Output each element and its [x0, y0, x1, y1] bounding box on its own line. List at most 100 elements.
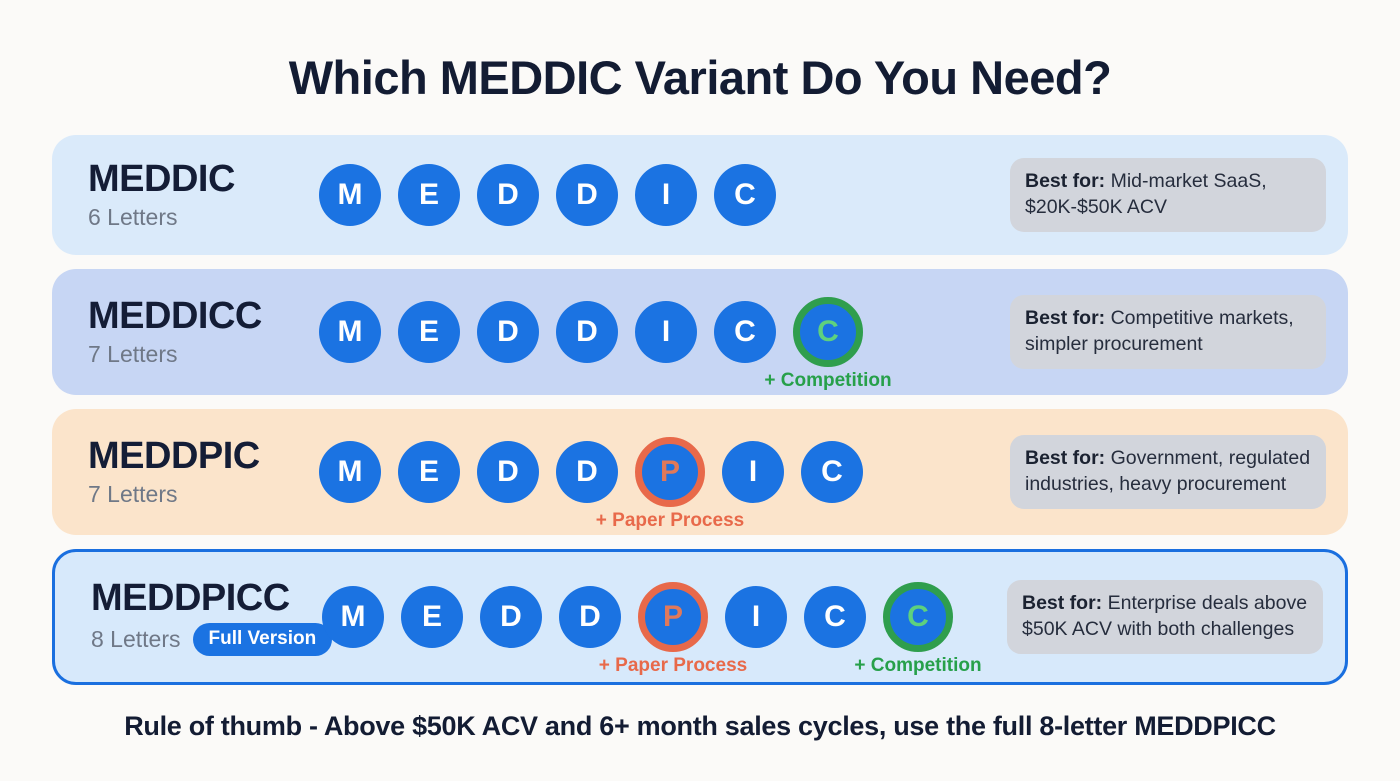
competition-annotation: + Competition — [854, 655, 982, 676]
variant-name: MEDDPICC — [91, 576, 290, 619]
letter-circle-d: D — [556, 441, 618, 503]
letter-wrap: M — [319, 441, 381, 503]
letter-wrap: D — [556, 164, 618, 226]
letters-count: 8 Letters — [91, 626, 181, 653]
letter-circle-d: D — [480, 586, 542, 648]
best-for-box: Best for: Mid-market SaaS, $20K-$50K ACV — [1010, 158, 1326, 232]
letters-count: 7 Letters — [88, 341, 178, 368]
best-for-label: Best for: — [1022, 592, 1108, 615]
letter-wrap: I — [725, 586, 787, 648]
letter-wrap: C — [804, 586, 866, 648]
letter-circle-d: D — [477, 301, 539, 363]
letter-circle-e: E — [401, 586, 463, 648]
variant-name: MEDDIC — [88, 157, 235, 200]
letter-circle-c: C — [714, 301, 776, 363]
letter-circle-m: M — [319, 164, 381, 226]
letter-wrap: E — [398, 301, 460, 363]
best-for-box: Best for: Competitive markets, simpler p… — [1010, 295, 1326, 369]
letter-wrap: I — [635, 164, 697, 226]
letter-wrap: P + Paper Process — [596, 437, 744, 531]
best-for-text: Competitive markets, simpler procurement — [1025, 307, 1294, 355]
variant-header: MEDDIC 6 Letters — [52, 157, 319, 232]
letter-wrap: D — [477, 164, 539, 226]
letter-wrap: D — [556, 301, 618, 363]
best-for-label: Best for: — [1025, 447, 1111, 470]
letter-circle-d: D — [477, 441, 539, 503]
letter-circle-d: D — [559, 586, 621, 648]
letter-wrap: C — [801, 441, 863, 503]
letter-circle-e: E — [398, 441, 460, 503]
letter-wrap: C — [714, 301, 776, 363]
best-for-box: Best for: Government, regulated industri… — [1010, 435, 1326, 509]
paper-process-annotation: + Paper Process — [595, 510, 745, 531]
letter-wrap: M — [319, 164, 381, 226]
letter-wrap: C + Competition — [854, 582, 982, 676]
letter-circle-i: I — [635, 301, 697, 363]
best-for-text: Enterprise deals above $50K ACV with bot… — [1022, 592, 1308, 640]
letters-line: 8 Letters Full Version — [91, 623, 333, 657]
letter-wrap: E — [401, 586, 463, 648]
letter-circle-i: I — [722, 441, 784, 503]
best-for-text: Mid-market SaaS, $20K-$50K ACV — [1025, 170, 1267, 218]
letter-wrap: D — [477, 441, 539, 503]
letter-wrap: C + Competition — [764, 297, 892, 391]
letter-circle-c: C — [804, 586, 866, 648]
letter-circle-c: C — [714, 164, 776, 226]
letter-circle-i: I — [635, 164, 697, 226]
letter-wrap: E — [398, 164, 460, 226]
letter-wrap: E — [398, 441, 460, 503]
letter-wrap: D — [559, 586, 621, 648]
full-version-badge: Full Version — [192, 623, 333, 657]
letter-circle-i: I — [725, 586, 787, 648]
rule-of-thumb: Rule of thumb - Above $50K ACV and 6+ mo… — [124, 711, 1276, 741]
letters-line: 7 Letters — [88, 481, 319, 508]
variant-header: MEDDPICC 8 Letters Full Version — [55, 576, 333, 657]
letter-circle-m: M — [319, 301, 381, 363]
letter-circle-p: P — [638, 582, 708, 652]
letter-wrap: P + Paper Process — [599, 582, 747, 676]
competition-annotation: + Competition — [764, 370, 892, 391]
letter-circle-d: D — [556, 301, 618, 363]
letter-circle-p: P — [635, 437, 705, 507]
best-for-label: Best for: — [1025, 307, 1111, 330]
variant-name: MEDDPIC — [88, 434, 260, 477]
letter-wrap: D — [477, 301, 539, 363]
page-title: Which MEDDIC Variant Do You Need? — [288, 51, 1112, 104]
letter-wrap: M — [322, 586, 384, 648]
best-for-text: Government, regulated industries, heavy … — [1025, 447, 1311, 495]
letter-wrap: I — [635, 301, 697, 363]
letter-circle-e: E — [398, 164, 460, 226]
paper-process-annotation: + Paper Process — [598, 655, 748, 676]
letter-wrap: D — [480, 586, 542, 648]
letter-wrap: M — [319, 301, 381, 363]
letter-circle-c: C — [793, 297, 863, 367]
letter-wrap: C — [714, 164, 776, 226]
letters-count: 7 Letters — [88, 481, 178, 508]
variant-header: MEDDICC 7 Letters — [52, 294, 319, 369]
letter-circle-m: M — [322, 586, 384, 648]
best-for-label: Best for: — [1025, 170, 1111, 193]
letters-count: 6 Letters — [88, 204, 178, 231]
variant-name: MEDDICC — [88, 294, 262, 337]
letters-line: 6 Letters — [88, 204, 319, 231]
letter-circle-m: M — [319, 441, 381, 503]
letter-wrap: D — [556, 441, 618, 503]
letter-circle-c: C — [801, 441, 863, 503]
letter-circle-c: C — [883, 582, 953, 652]
letter-wrap: I — [722, 441, 784, 503]
letter-circle-d: D — [477, 164, 539, 226]
letter-circle-e: E — [398, 301, 460, 363]
best-for-box: Best for: Enterprise deals above $50K AC… — [1007, 580, 1323, 654]
letter-circle-d: D — [556, 164, 618, 226]
letters-line: 7 Letters — [88, 341, 319, 368]
